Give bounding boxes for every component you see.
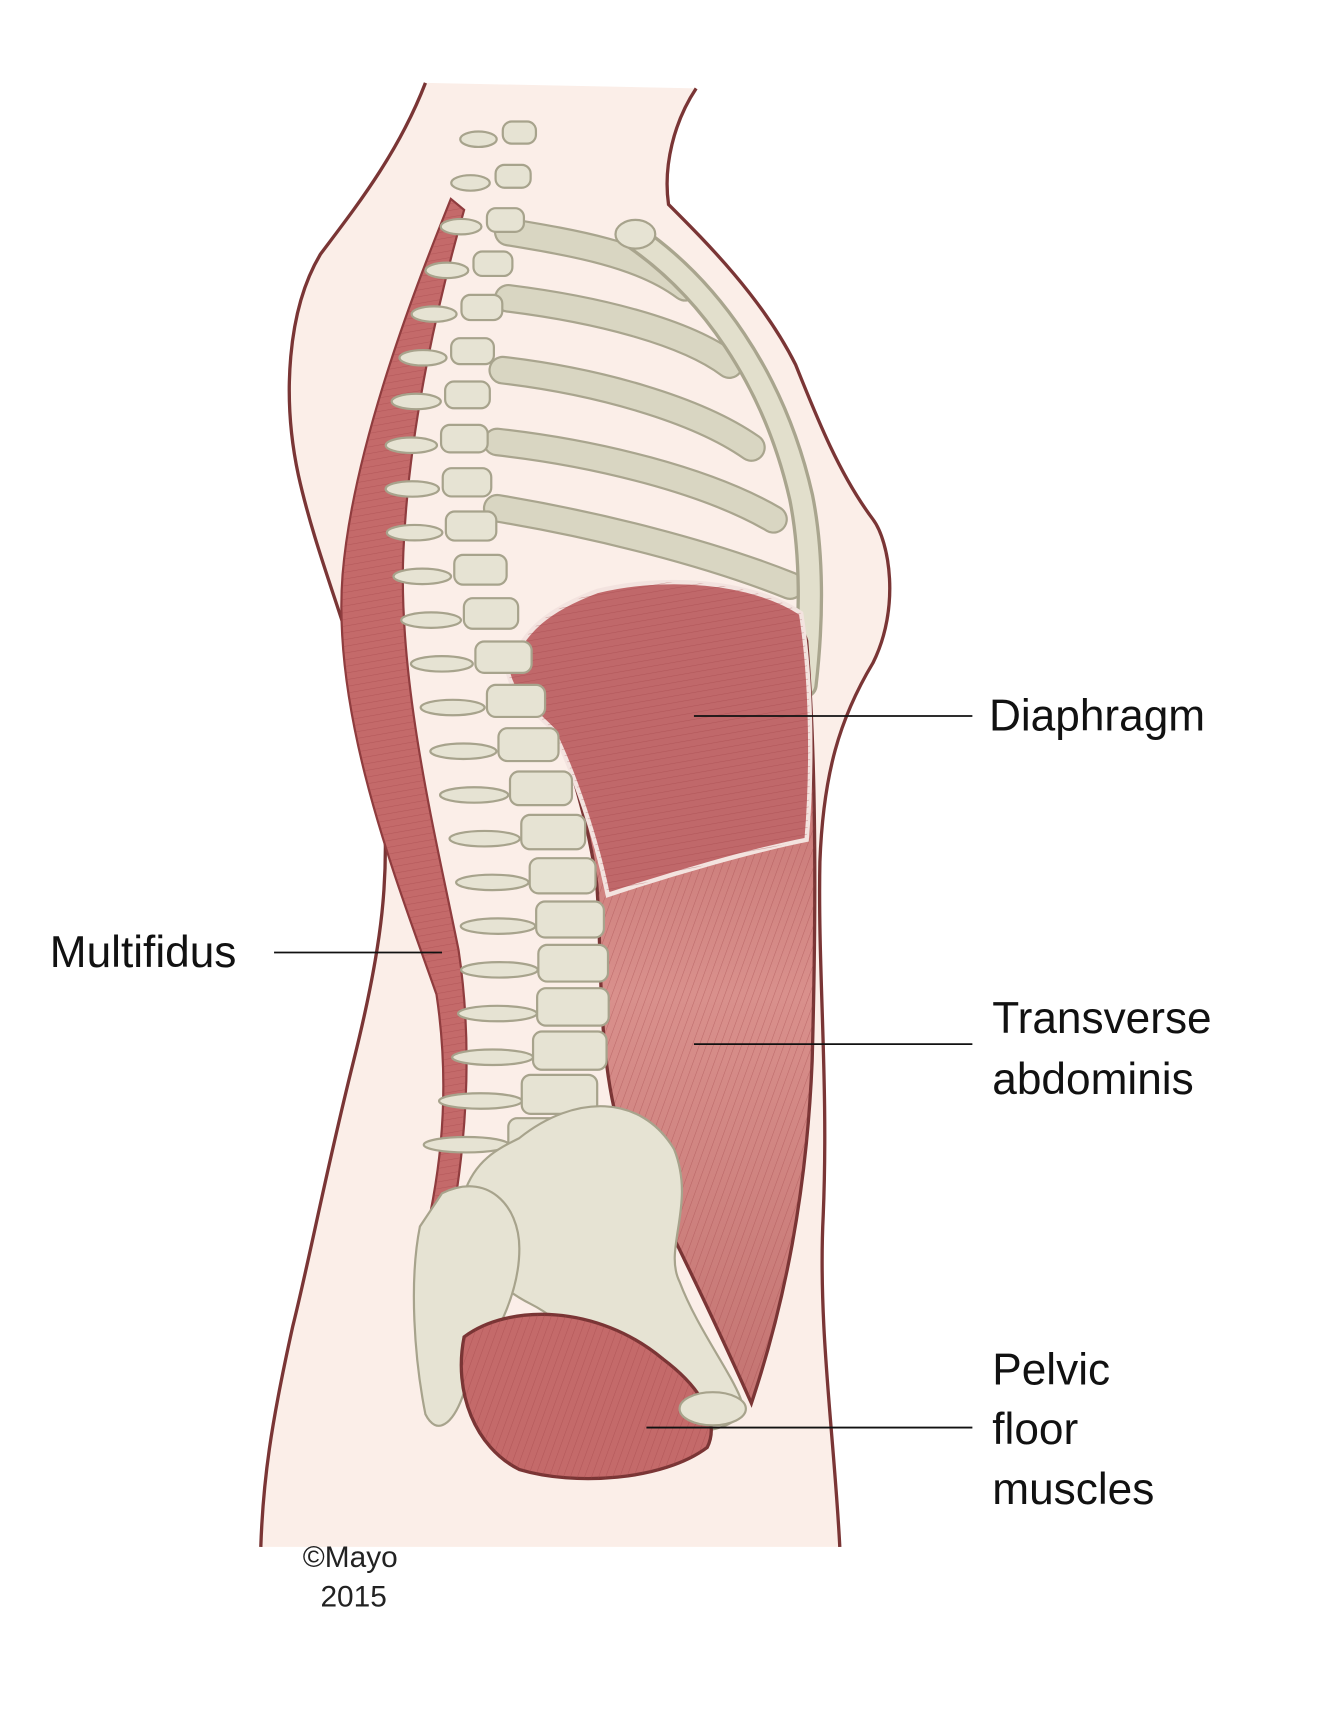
- spinous-process: [459, 130, 498, 149]
- spinous-process: [456, 1004, 538, 1023]
- multifidus-label: Multifidus: [50, 928, 237, 977]
- vertebra: [536, 987, 610, 1027]
- spinous-process: [460, 960, 539, 979]
- spinous-process: [437, 1092, 524, 1110]
- spinous-process: [392, 567, 453, 586]
- vertebra: [520, 813, 587, 851]
- spinous-process: [390, 392, 442, 411]
- vertebra: [441, 467, 493, 498]
- spinous-process: [451, 1048, 535, 1067]
- vertebra: [501, 120, 538, 145]
- copyright-line1: ©Mayo: [303, 1541, 398, 1574]
- copyright-line2: 2015: [320, 1581, 386, 1614]
- spinous-process: [438, 786, 510, 804]
- transverse-label-line2: abdominis: [992, 1055, 1193, 1104]
- spinous-process: [439, 217, 483, 236]
- spinous-process: [429, 742, 498, 761]
- vertebra: [537, 943, 610, 983]
- vertebra: [460, 293, 504, 322]
- spinous-process: [455, 873, 530, 892]
- spinous-process: [448, 829, 521, 848]
- vertebra: [531, 1030, 608, 1071]
- spinous-process: [450, 174, 491, 192]
- spinous-process: [398, 348, 448, 367]
- spinous-process: [384, 480, 441, 498]
- spinous-process: [385, 523, 444, 542]
- pubic-bone: [678, 1391, 747, 1427]
- rib-cage: [482, 217, 824, 699]
- vertebra: [462, 597, 520, 630]
- vertebra: [444, 380, 491, 410]
- spinous-process: [419, 698, 486, 717]
- vertebra: [453, 553, 508, 586]
- spinous-process: [384, 436, 439, 455]
- spinous-process: [400, 611, 463, 629]
- vertebra: [485, 207, 526, 233]
- spinous-process: [424, 261, 470, 280]
- vertebra: [444, 510, 498, 542]
- pelvic-label-line1: Pelvic: [992, 1345, 1110, 1394]
- vertebra: [439, 423, 489, 454]
- spine: [384, 120, 610, 1160]
- vertebra: [485, 683, 547, 719]
- spinous-process: [410, 305, 458, 323]
- vertebra: [494, 163, 532, 189]
- spinous-process: [409, 654, 474, 673]
- vertebra: [474, 640, 533, 674]
- pelvic-label-line3: muscles: [992, 1465, 1154, 1514]
- vertebra: [508, 770, 574, 807]
- vertebra: [472, 250, 514, 278]
- pelvic-label-line2: floor: [992, 1405, 1078, 1454]
- front-outline: [665, 87, 892, 1547]
- transverse-label-line1: Transverse: [992, 994, 1211, 1043]
- vertebra: [528, 857, 597, 895]
- vertebra: [535, 900, 606, 939]
- vertebra: [450, 337, 496, 366]
- spinous-process: [459, 917, 537, 935]
- diaphragm-label: Diaphragm: [989, 691, 1205, 740]
- vertebra: [497, 727, 560, 763]
